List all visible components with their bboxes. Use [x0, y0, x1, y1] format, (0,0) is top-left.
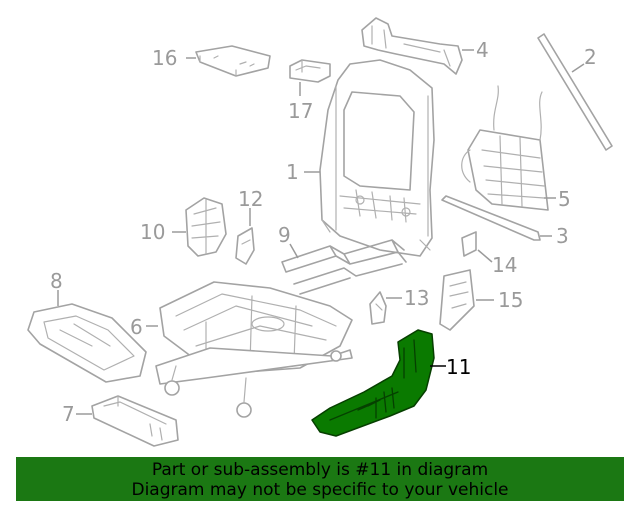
callout-16: 16 — [152, 46, 177, 70]
part-17-bracket[interactable] — [289, 59, 331, 83]
callout-10: 10 — [140, 220, 165, 244]
banner-line-2: Diagram may not be specific to your vehi… — [131, 480, 509, 500]
part-6-seat-track[interactable] — [155, 281, 353, 418]
callout-12: 12 — [238, 187, 263, 211]
part-5-lumbar-mat[interactable] — [461, 85, 549, 211]
callout-15: 15 — [498, 288, 523, 312]
part-12-bracket[interactable] — [235, 227, 255, 265]
part-9-wire-spring[interactable] — [281, 239, 407, 295]
part-2-rod[interactable] — [537, 33, 613, 151]
callout-1: 1 — [286, 160, 299, 184]
callout-14: 14 — [492, 253, 517, 277]
notice-banner: Part or sub-assembly is #11 in diagram D… — [16, 457, 624, 501]
part-7-lower-tray[interactable] — [91, 395, 179, 447]
callout-17: 17 — [288, 99, 313, 123]
callout-6: 6 — [130, 315, 143, 339]
part-15-switch-bezel[interactable] — [439, 269, 475, 331]
part-10-side-module[interactable] — [185, 197, 227, 257]
callout-3: 3 — [556, 224, 569, 248]
callout-11: 11 — [446, 355, 471, 379]
part-1-seatback-frame[interactable] — [319, 59, 435, 257]
part-16-module[interactable] — [195, 45, 271, 77]
part-11-side-shield[interactable] — [311, 329, 435, 437]
banner-line-1: Part or sub-assembly is #11 in diagram — [151, 460, 489, 480]
part-4-upper-bracket[interactable] — [361, 17, 463, 75]
callout-2: 2 — [584, 45, 597, 69]
callout-4: 4 — [476, 38, 489, 62]
callout-9: 9 — [278, 223, 291, 247]
part-13-bracket[interactable] — [369, 291, 387, 325]
callout-8: 8 — [50, 269, 63, 293]
callout-7: 7 — [62, 402, 75, 426]
callout-5: 5 — [558, 187, 571, 211]
callout-13: 13 — [404, 286, 429, 310]
part-14-clip[interactable] — [461, 231, 477, 257]
part-3-lower-rod[interactable] — [441, 195, 541, 241]
part-8-cushion-pan[interactable] — [27, 303, 147, 383]
